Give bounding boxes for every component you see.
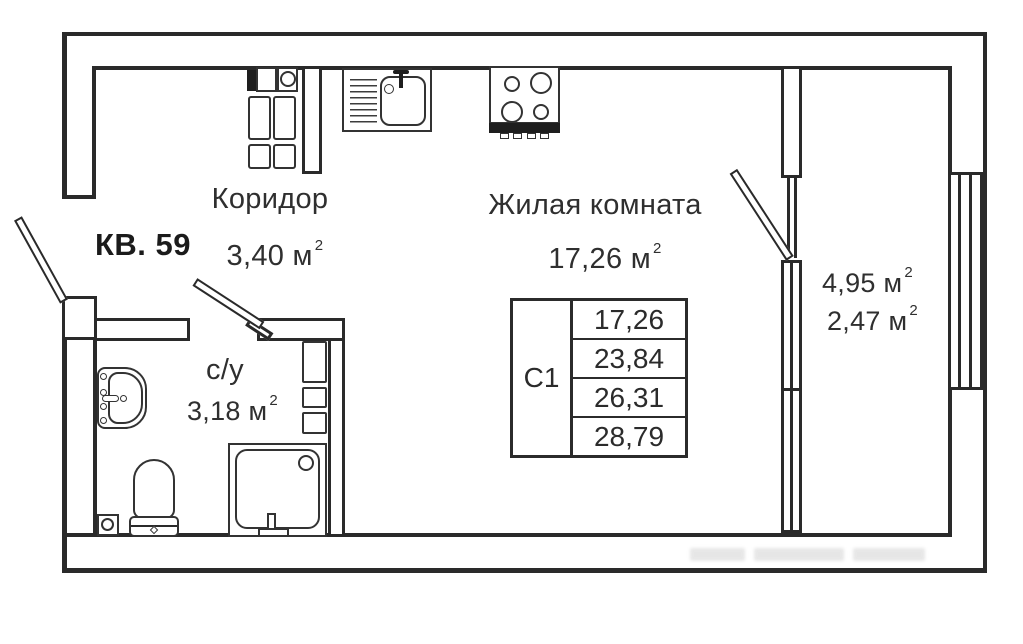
watermark [690, 543, 948, 565]
kitchen-sink-icon [342, 68, 432, 132]
wall-right-outer [983, 32, 987, 573]
table-row: 17,26 [573, 301, 685, 340]
wall-left-outer-upper [62, 32, 67, 199]
wall-bottom-inner [66, 533, 952, 537]
living-room-name-label: Жилая комната [488, 188, 702, 221]
unit-area-rows: 17,26 23,84 26,31 28,79 [573, 301, 685, 455]
wall-bottom-outer [62, 568, 987, 573]
floor-drain-icon [97, 514, 119, 536]
wall-right-inner-upper [948, 66, 952, 174]
apartment-number-label: КВ. 59 [94, 227, 191, 262]
wall-left-upper-cap [62, 195, 96, 199]
toilet-icon [129, 458, 179, 537]
wall-corridor-stub [302, 66, 322, 174]
bathroom-sink-icon [97, 367, 147, 429]
wall-top-outer [62, 32, 987, 36]
closet-icon [246, 66, 298, 172]
bathroom-cabinet-icon [302, 341, 327, 436]
wall-right-inner-lower [948, 388, 952, 537]
wall-entrance-corner [62, 296, 97, 340]
wall-left-outer-lower [62, 300, 67, 572]
wall-bathroom-top-left [94, 318, 190, 341]
wall-balcony-partition [781, 66, 802, 178]
bathroom-name-label: с/у [206, 353, 244, 386]
entrance-door [14, 216, 68, 304]
bathroom-door [192, 278, 265, 330]
wall-left-inner-upper [92, 66, 96, 196]
unit-area-table: С1 17,26 23,84 26,31 28,79 [510, 298, 688, 458]
stove-icon [489, 66, 560, 140]
table-row: 28,79 [593, 420, 665, 452]
corridor-name-label: Коридор [211, 182, 329, 215]
table-row: 26,31 [573, 379, 685, 418]
balcony-door [729, 168, 794, 261]
shower-icon [228, 443, 327, 537]
wall-bathroom-left [93, 338, 97, 535]
unit-type-cell: С1 [513, 301, 573, 455]
table-row: 23,84 [573, 340, 685, 379]
wall-bathroom-right [328, 338, 345, 537]
